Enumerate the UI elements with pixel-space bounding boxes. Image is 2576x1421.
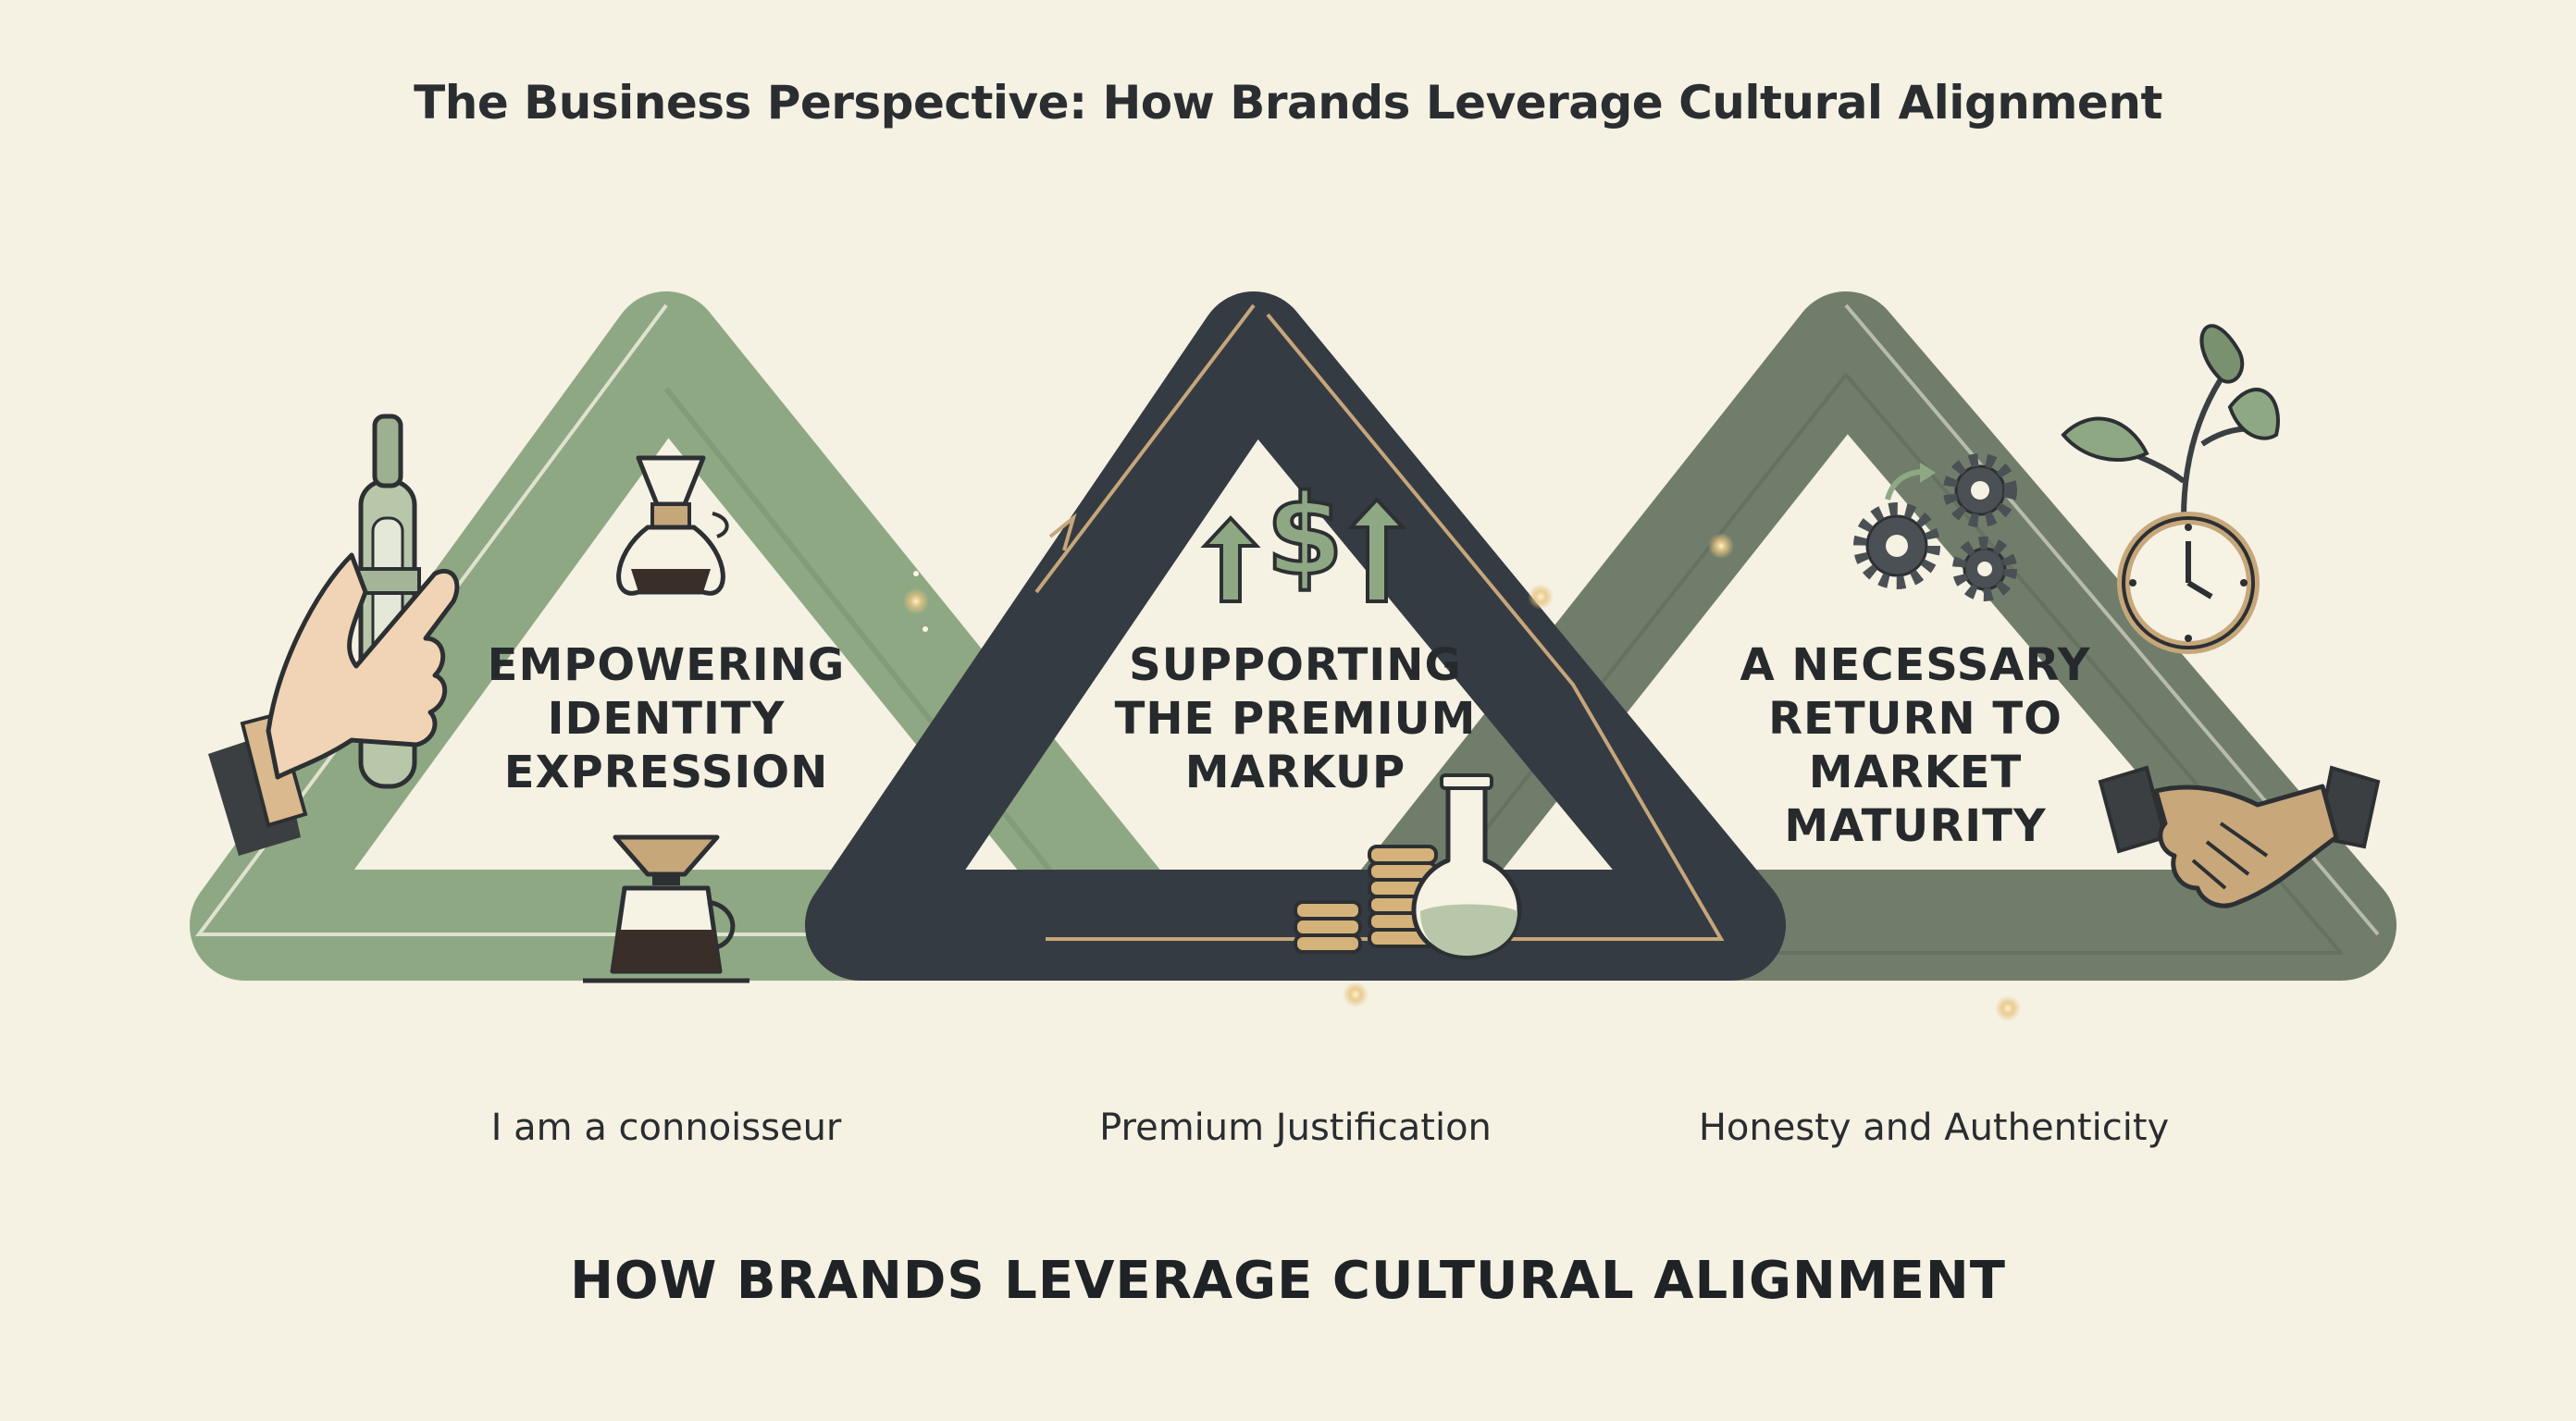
hand-holding-vape-icon: [208, 414, 460, 856]
pour-over-dripper-icon: [583, 834, 749, 983]
plant-clock-icon: [2061, 324, 2280, 654]
pillar-1-title: EMPOWERING IDENTITY EXPRESSION: [487, 639, 846, 798]
pillar-3-title: A NECESSARY RETURN TO MARKET MATURITY: [1740, 639, 2091, 852]
sparkle-dots: [903, 533, 2021, 1021]
dollar-with-up-arrows-icon: $: [1200, 470, 1407, 603]
footer-title: HOW BRANDS LEVERAGE CULTURAL ALIGNMENT: [570, 1251, 2006, 1311]
handshake-icon: [2098, 765, 2381, 908]
svg-text:$: $: [1266, 472, 1344, 600]
flask-icon: [1411, 773, 1522, 960]
page-title: The Business Perspective: How Brands Lev…: [414, 76, 2162, 130]
pillar-2-title: SUPPORTING THE PREMIUM MARKUP: [1114, 639, 1477, 798]
pillar-3-caption: Honesty and Authenticity: [1698, 1106, 2170, 1149]
pillar-1-caption: I am a connoisseur: [490, 1106, 842, 1149]
pillar-2-caption: Premium Justification: [1099, 1106, 1492, 1149]
gears-icon: [1853, 453, 2017, 601]
chemex-coffee-maker-icon: [616, 455, 729, 596]
